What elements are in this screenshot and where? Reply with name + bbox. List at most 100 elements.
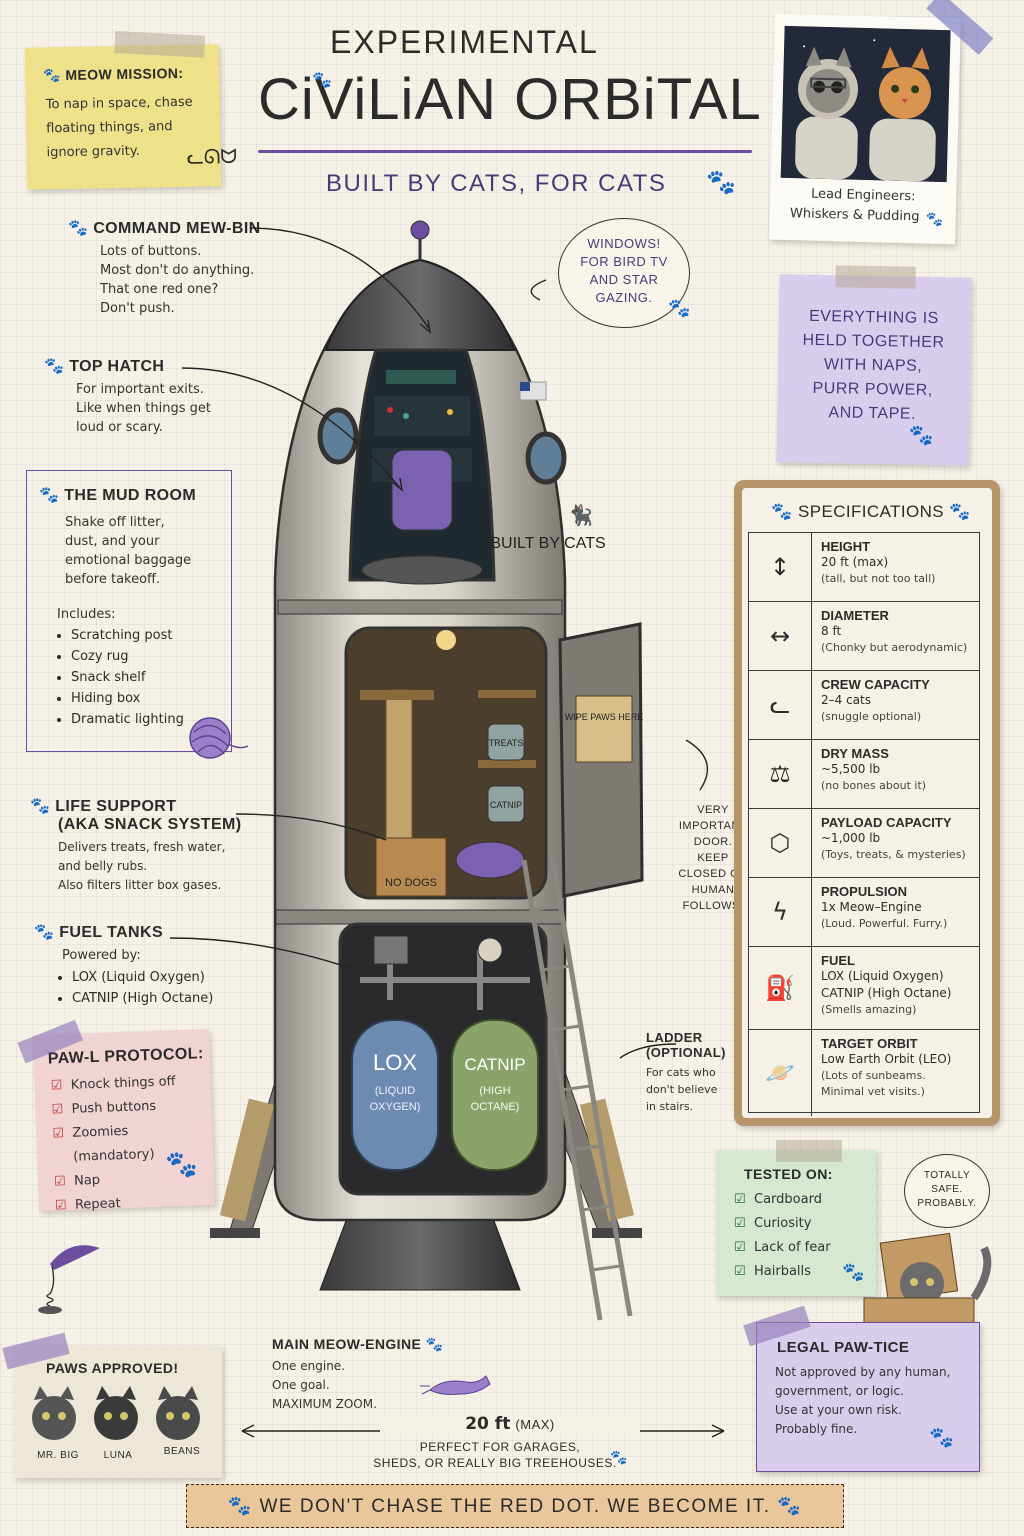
fuel-pump-icon: ⛽ [749,947,812,1029]
spec-note: Minimal vet visits.) [821,1085,925,1098]
spec-row: ⚖ DRY MASS ~5,500 lb (no bones about it) [749,739,979,808]
diameter-arrows-icon: ↔ [749,602,812,670]
porthole-window-left [317,407,359,465]
windows-speech-bubble: WINDOWS! FOR BIRD TV AND STAR GAZING. [558,218,690,328]
yarn-ball-icon [189,717,249,759]
spec-label: HEIGHT [821,539,871,554]
spec-label: PROPULSION [821,884,907,899]
antenna-ball [410,220,430,240]
spec-label: DRY MASS [821,746,889,761]
lox-tank-sub: OXYGEN) [370,1101,421,1113]
cat-silhouette-icon: 🐈‍⬛ [568,503,593,527]
spec-value: LOX (Liquid Oxygen) [821,969,944,983]
pilot-seat [391,449,453,531]
motto-banner: 🐾 WE DON'T CHASE THE RED DOT. WE BECOME … [186,1484,844,1528]
height-value: 20 ft [465,1414,511,1434]
paw-icon: 🐾 [68,220,89,237]
cat-in-box-illustration [863,1232,992,1335]
paw-icon: 🐾 [668,298,691,319]
motto-text: WE DON'T CHASE THE RED DOT. WE BECOME IT… [259,1496,771,1517]
catnip-tank-label: CATNIP [464,1055,525,1074]
ladder-line: don't believe [646,1083,718,1096]
command-line: Lots of buttons. [100,244,202,259]
spec-label: DIAMETER [821,608,889,623]
spec-label: TARGET ORBIT [821,1036,918,1051]
spec-note: (snuggle optional) [821,710,922,723]
specs-title: SPECIFICATIONS [797,502,945,521]
paw-icon: 🐾 [771,502,793,521]
catnip-tank-sub: (HIGH [479,1085,510,1097]
orange-cat-astronaut [869,46,936,182]
paw-icon: 🐾 [425,1336,444,1352]
mudroom-line: before takeoff. [65,572,161,587]
spec-label: FUEL [821,953,855,968]
spec-value: 20 ft (max) [821,555,889,569]
command-line: Don't push. [100,301,175,316]
approved-title: PAWS APPROVED! [46,1360,179,1376]
legal-line: Not approved by any human, [775,1365,951,1379]
fuel-title: FUEL TANKS [59,924,164,941]
paw-icon: 🐾 [30,798,51,815]
legal-title: LEGAL PAW-TICE [777,1339,910,1356]
paw-icon: 🐾 [842,1262,865,1283]
list-item: CATNIP (High Octane) [72,988,254,1009]
callout-ladder: LADDER (OPTIONAL) For cats who don't bel… [646,1030,736,1115]
ladder-title-2: (OPTIONAL) [646,1045,726,1060]
rocket-illustration: BUILT BY CATS 🐈‍⬛ NO DOGS TREATS CATNIP … [210,220,644,1321]
catnip-jar: CATNIP [490,800,522,810]
mudroom-box: 🐾 THE MUD ROOM Shake off litter, dust, a… [26,470,232,752]
life-title-2: (AKA SNACK SYSTEM) [58,816,242,833]
approved-cat-name: MR. BIG [37,1450,79,1461]
spec-row: ᓚ CREW CAPACITY 2–4 cats (snuggle option… [749,670,979,739]
windows-bubble-text: WINDOWS! FOR BIRD TV AND STAR GAZING. [580,236,668,305]
callout-fuel-tanks: 🐾 FUEL TANKS Powered by: LOX (Liquid Oxy… [34,922,254,1009]
spec-note: (Loud. Powerful. Furry.) [821,917,948,930]
list-item: Cozy rug [71,646,184,667]
list-item: Hairballs [734,1260,831,1284]
paw-icon: 🐾 [34,924,55,941]
list-item: Snack shelf [71,667,184,688]
list-item: Cardboard [734,1188,831,1212]
spec-value: 2–4 cats [821,693,871,707]
safe-bubble-text: TOTALLY SAFE. PROBABLY. [917,1170,977,1209]
cat-head-icon: ᓚ [749,671,812,739]
engineers-photo-card: Lead Engineers: Whiskers & Pudding 🐾 [769,0,994,245]
mudroom-includes: Includes: [57,607,116,622]
tested-title: TESTED ON: [744,1166,833,1182]
height-unit: (MAX) [515,1417,555,1432]
legal-line: Probably fine. [775,1422,858,1436]
subtitle: BUILT BY CATS, FOR CATS [326,170,667,197]
list-item: Dramatic lighting [71,709,184,730]
lox-tank-sub: (LIQUID [375,1085,415,1097]
command-line: Most don't do anything. [100,263,255,278]
paw-icon: 🐾 [949,502,971,521]
spec-row: ↔ DIAMETER 8 ft (Chonky but aerodynamic) [749,601,979,670]
paw-icon: 🐾 [929,1425,954,1449]
life-line: and belly rubs. [58,859,148,873]
treats-jar: TREATS [489,738,524,748]
hatch-line: loud or scary. [76,420,163,435]
title-underline [258,150,752,153]
scratching-post [385,689,413,861]
mudroom-line: emotional baggage [65,553,192,568]
hiding-box [375,837,447,897]
page-title: CiViLiAN ORBiTAL [258,67,762,132]
planet-icon: 🪐 [749,1030,812,1116]
ladder-title-1: LADDER [646,1030,703,1045]
spec-note: (Lots of sunbeams. [821,1069,926,1082]
height-note: 20 ft (MAX) [380,1414,640,1434]
approved-cat-faces [32,1386,200,1440]
spec-label: CREW CAPACITY [821,677,930,692]
mudroom-title: THE MUD ROOM [64,487,197,504]
paw-icon: 🐾 [706,168,736,196]
mudroom-line: Shake off litter, [65,515,165,530]
spec-note: (no bones about it) [821,779,927,792]
list-item: Lack of fear [734,1236,831,1260]
door-line: CLOSED OR [678,868,748,880]
safe-speech-bubble: TOTALLY SAFE. PROBABLY. [904,1154,990,1228]
callout-command-mewbin: 🐾 COMMAND MEW-BIN Lots of buttons. Most … [68,218,288,318]
callout-main-engine: MAIN MEOW-ENGINE 🐾 One engine. One goal.… [272,1336,472,1414]
door-line: FOLLOWS. [682,900,744,912]
catnip-tank-sub: OCTANE) [471,1101,520,1113]
grey-cat-astronaut [795,46,859,180]
